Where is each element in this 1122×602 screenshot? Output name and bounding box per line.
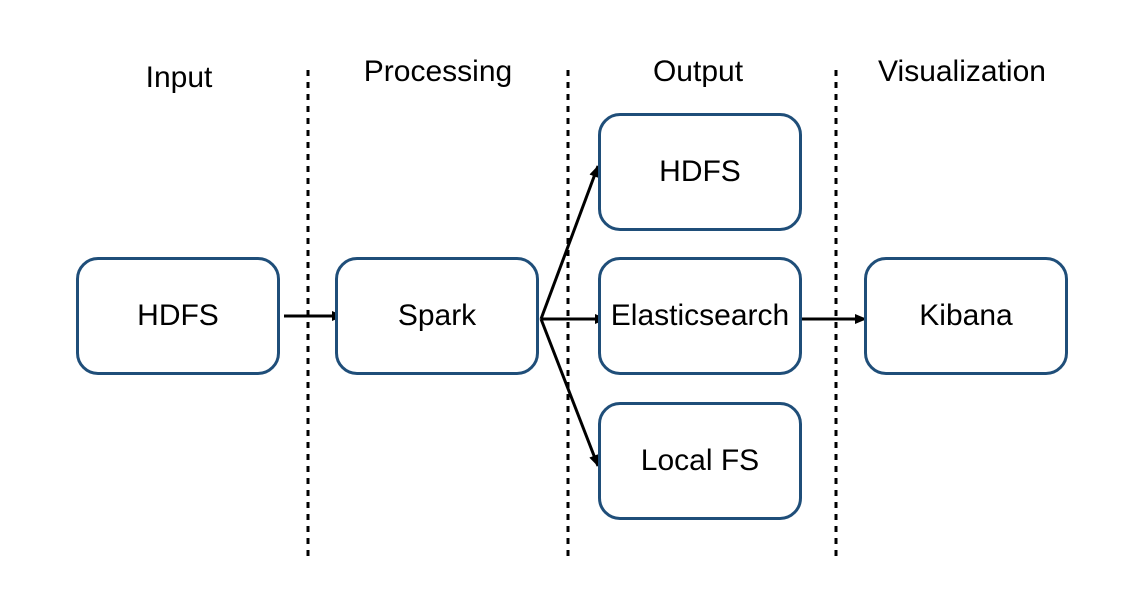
node-hdfs-input-label: HDFS	[137, 299, 219, 332]
arrow-spark-to-local-fs	[539, 318, 600, 467]
node-elasticsearch: Elasticsearch	[598, 257, 802, 375]
node-elasticsearch-label: Elasticsearch	[610, 299, 790, 332]
node-kibana: Kibana	[864, 257, 1068, 375]
section-title-output: Output	[652, 55, 744, 88]
section-title-processing: Processing	[363, 55, 513, 88]
arrow-spark-to-hdfs-output	[539, 165, 600, 320]
section-title-input: Input	[145, 61, 213, 94]
node-local-fs-label: Local FS	[640, 444, 760, 477]
node-hdfs-input: HDFS	[76, 257, 280, 375]
node-local-fs: Local FS	[598, 402, 802, 520]
node-hdfs-output-label: HDFS	[659, 155, 741, 188]
node-hdfs-output: HDFS	[598, 113, 802, 231]
section-title-visualization: Visualization	[878, 55, 1046, 88]
node-spark: Spark	[335, 257, 539, 375]
node-kibana-label: Kibana	[919, 299, 1013, 332]
node-spark-label: Spark	[397, 299, 477, 332]
